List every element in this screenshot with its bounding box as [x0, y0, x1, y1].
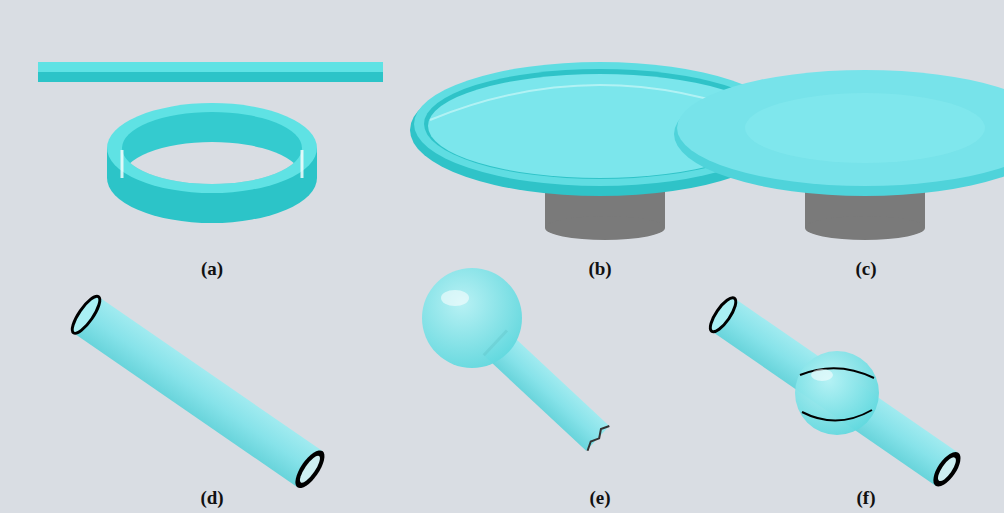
panel-label: (d) — [200, 487, 223, 509]
microsphere-stem — [422, 268, 610, 451]
panel-label: (a) — [201, 258, 223, 280]
panel-label: (f) — [857, 487, 876, 509]
ring-resonator — [107, 103, 317, 223]
microdisk — [674, 70, 1004, 240]
panel-label: (e) — [589, 487, 610, 509]
capillary-tube — [68, 293, 330, 493]
microbubble-capillary — [706, 294, 966, 490]
panel-label: (b) — [588, 258, 611, 280]
bus-waveguide — [38, 62, 383, 82]
panel-label: (c) — [855, 258, 876, 280]
